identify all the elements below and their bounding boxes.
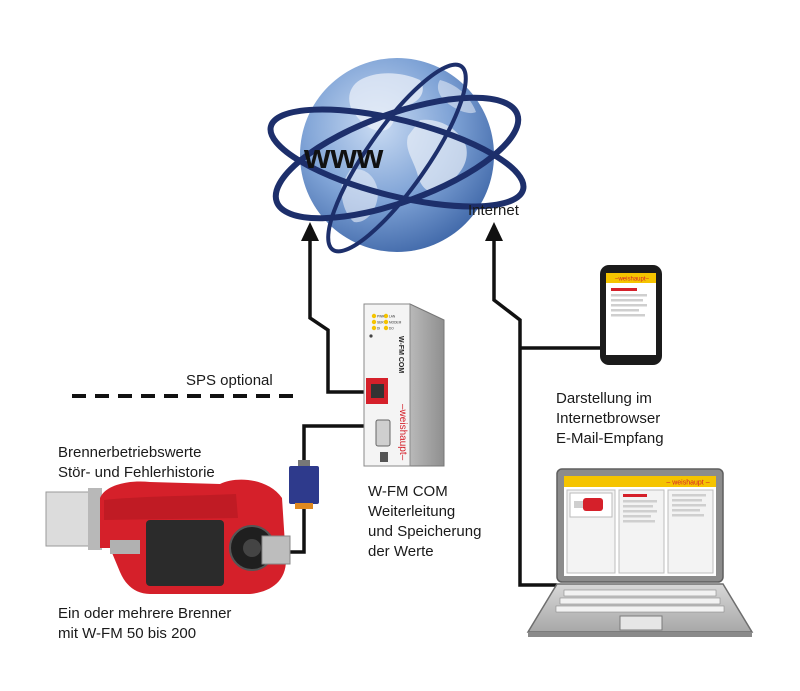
internet-globe: www [267,58,527,254]
phone-content-line [611,314,645,317]
phone-brand: –weishaupt– [615,277,649,283]
clients-caption-line1: Darstellung im [556,390,652,407]
led-label: MODEM [389,321,402,325]
service-port [380,452,388,462]
wfm-com-device: W-FM COM –weishaupt– [363,303,445,467]
laptop-burner-thumb-tube [574,501,583,508]
laptop-column [618,489,665,574]
phone-content-line [611,288,637,291]
burner-caption-line1: Ein oder mehrere Brenner [58,605,232,622]
laptop-brand: – weishaupt – [666,480,709,487]
www-text: www [303,138,384,176]
burner-flame-tube [45,491,95,547]
laptop-trackpad [619,615,663,631]
led-label: DO [389,327,394,331]
downlink-arrowhead [485,222,503,241]
phone-content-line [611,304,647,307]
device-caption-line2: Weiterleitung [368,503,456,520]
clients-caption-line2: Internetbrowser [556,410,661,427]
led-label: DI [377,327,380,331]
laptop-burner-thumb-body [583,498,603,511]
globe-orbit [326,62,468,254]
phone-content-line [611,309,639,312]
laptop-column [667,489,714,574]
device-caption-line1: W-FM COM [368,483,448,500]
laptop-brand-bar [564,476,716,487]
uplink-arrowhead [301,222,319,241]
led-label: PWR [377,315,385,319]
burner-link-line [302,424,364,462]
laptop-text-lines [623,494,706,523]
smartphone: –weishaupt– [600,265,662,365]
laptop-content-line [623,494,647,497]
connection-lines [290,238,606,587]
burner-caption-line2: mit W-FM 50 bis 200 [58,625,197,642]
device-side [409,303,445,467]
burner-housing-top [104,494,238,520]
phone-content-line [611,294,647,297]
serial-port [375,419,391,447]
burner-dark-panel [146,520,224,586]
device-uplink-line [308,238,364,394]
connector-top [298,460,310,468]
sps-optional-label: SPS optional [186,372,273,389]
device-caption-line3: und Speicherung [368,523,482,540]
burner-motor [261,535,291,565]
burner-tube-ring [88,488,102,550]
device-name-vertical: W-FM COM [397,336,404,373]
phone-brand-bar [606,273,656,283]
led-label: SER [377,321,384,325]
connector-plug [289,460,319,509]
globe-landmass [349,73,423,131]
burner [45,479,291,594]
clients-caption-line3: E-Mail-Empfang [556,430,664,447]
status-leds [369,313,389,338]
burner-link-line [290,506,306,554]
device-brand: –weishaupt– [397,404,408,461]
connector-body [289,466,319,504]
burner-fan-hub [243,539,261,557]
device-caption-line4: der Werte [368,543,434,560]
globe-orbit [267,106,527,210]
laptop-front-edge [528,632,752,637]
internet-label: Internet [468,202,519,219]
ethernet-port [371,384,384,398]
burner-base [110,540,140,554]
laptop: – weishaupt – [526,468,754,637]
connector-bottom [295,503,313,509]
laptop-keyboard [555,589,725,613]
burner-values-label-line2: Stör- und Fehlerhistorie [58,464,215,481]
phone-content-line [611,299,643,302]
led-label: LAN [389,315,396,319]
burner-values-label-line1: Brennerbetriebswerte [58,444,202,461]
client-downlink-line [492,238,557,587]
